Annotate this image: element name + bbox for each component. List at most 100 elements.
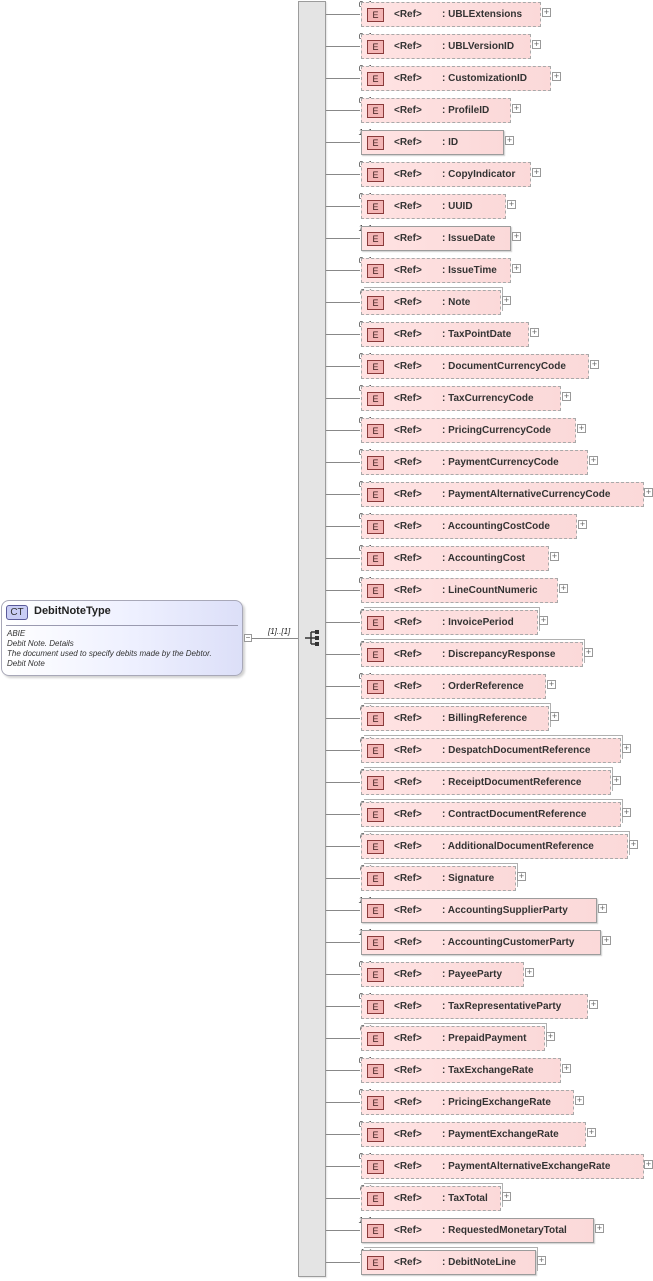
element-box[interactable]: E<Ref>: IssueDate <box>361 226 511 251</box>
element-badge: E <box>367 1128 384 1142</box>
connector-line <box>326 366 360 367</box>
element-box[interactable]: E<Ref>: IssueTime <box>361 258 511 283</box>
element-name: : PricingCurrencyCode <box>442 425 551 436</box>
ref-label: <Ref> <box>394 1225 422 1236</box>
expand-icon[interactable]: + <box>589 999 598 1009</box>
element-box[interactable]: E<Ref>: UBLExtensions <box>361 2 541 27</box>
expand-icon[interactable]: + <box>502 295 511 305</box>
expand-icon[interactable]: + <box>502 1191 511 1201</box>
element-box[interactable]: E<Ref>: PricingCurrencyCode <box>361 418 576 443</box>
expand-icon[interactable]: + <box>547 679 556 689</box>
element-box[interactable]: E<Ref>: TaxCurrencyCode <box>361 386 561 411</box>
element-box[interactable]: E<Ref>: CustomizationID <box>361 66 551 91</box>
element-box[interactable]: E<Ref>: ContractDocumentReference <box>361 799 623 827</box>
expand-icon[interactable]: + <box>622 807 631 817</box>
element-box[interactable]: E<Ref>: BillingReference <box>361 703 551 731</box>
element-row: 0..1E<Ref>: UBLExtensions+ <box>326 0 653 30</box>
element-box[interactable]: E<Ref>: OrderReference <box>361 674 546 699</box>
expand-icon[interactable]: + <box>584 647 593 657</box>
expand-icon[interactable]: + <box>525 967 534 977</box>
element-box[interactable]: E<Ref>: CopyIndicator <box>361 162 531 187</box>
expand-icon[interactable]: + <box>629 839 638 849</box>
expand-icon[interactable]: + <box>595 1223 604 1233</box>
expand-icon[interactable]: + <box>644 487 653 497</box>
expand-icon[interactable]: + <box>577 423 586 433</box>
expand-icon[interactable]: + <box>612 775 621 785</box>
expand-icon[interactable]: + <box>589 455 598 465</box>
element-box[interactable]: E<Ref>: PaymentExchangeRate <box>361 1122 586 1147</box>
expand-icon[interactable]: + <box>590 359 599 369</box>
expand-icon[interactable]: + <box>532 39 541 49</box>
element-badge: E <box>367 744 384 758</box>
expand-icon[interactable]: + <box>575 1095 584 1105</box>
element-box[interactable]: E<Ref>: AccountingCost <box>361 546 549 571</box>
element-row: 0..*E<Ref>: TaxTotal+ <box>326 1183 653 1214</box>
connector-line <box>326 430 360 431</box>
element-box[interactable]: E<Ref>: AccountingSupplierParty <box>361 898 597 923</box>
element-box[interactable]: E<Ref>: ReceiptDocumentReference <box>361 767 613 795</box>
ref-label: <Ref> <box>394 73 422 84</box>
element-box[interactable]: E<Ref>: LineCountNumeric <box>361 578 558 603</box>
complex-type-box[interactable]: CT DebitNoteType ABIE Debit Note. Detail… <box>1 600 243 676</box>
expand-icon[interactable]: + <box>512 231 521 241</box>
element-box[interactable]: E<Ref>: DebitNoteLine <box>361 1247 538 1275</box>
expand-icon[interactable]: + <box>622 743 631 753</box>
element-name: : LineCountNumeric <box>442 585 538 596</box>
element-box[interactable]: E<Ref>: UBLVersionID <box>361 34 531 59</box>
element-box[interactable]: E<Ref>: DespatchDocumentReference <box>361 735 623 763</box>
expand-icon[interactable]: + <box>562 1063 571 1073</box>
element-box[interactable]: E<Ref>: TaxPointDate <box>361 322 529 347</box>
element-box[interactable]: E<Ref>: Signature <box>361 863 518 891</box>
expand-icon[interactable]: + <box>578 519 587 529</box>
connector-line <box>326 1134 360 1135</box>
expand-icon[interactable]: + <box>602 935 611 945</box>
expand-icon[interactable]: + <box>559 583 568 593</box>
element-box[interactable]: E<Ref>: PaymentAlternativeCurrencyCode <box>361 482 644 507</box>
connector-line <box>326 782 360 783</box>
element-box[interactable]: E<Ref>: TaxTotal <box>361 1183 503 1211</box>
element-box[interactable]: E<Ref>: UUID <box>361 194 506 219</box>
expand-icon[interactable]: + <box>512 263 521 273</box>
expand-icon[interactable]: + <box>550 711 559 721</box>
expand-icon[interactable]: + <box>598 903 607 913</box>
element-box[interactable]: E<Ref>: AccountingCustomerParty <box>361 930 601 955</box>
expand-icon[interactable]: + <box>532 167 541 177</box>
expand-icon[interactable]: + <box>552 71 561 81</box>
expand-icon[interactable]: + <box>505 135 514 145</box>
element-box[interactable]: E<Ref>: TaxRepresentativeParty <box>361 994 588 1019</box>
expand-icon[interactable]: + <box>587 1127 596 1137</box>
element-box[interactable]: E<Ref>: InvoicePeriod <box>361 607 540 635</box>
element-box[interactable]: E<Ref>: AccountingCostCode <box>361 514 577 539</box>
element-box[interactable]: E<Ref>: DiscrepancyResponse <box>361 639 585 667</box>
element-box[interactable]: E<Ref>: PayeeParty <box>361 962 524 987</box>
expand-icon[interactable]: + <box>644 1159 653 1169</box>
expand-icon[interactable]: + <box>530 327 539 337</box>
expand-icon[interactable]: + <box>507 199 516 209</box>
element-box[interactable]: E<Ref>: ProfileID <box>361 98 511 123</box>
connector-line <box>326 750 360 751</box>
element-box[interactable]: E<Ref>: ID <box>361 130 504 155</box>
element-box[interactable]: E<Ref>: PrepaidPayment <box>361 1023 547 1051</box>
expand-icon[interactable]: + <box>539 615 548 625</box>
expand-icon[interactable]: + <box>512 103 521 113</box>
expand-icon[interactable]: + <box>542 7 551 17</box>
element-box[interactable]: E<Ref>: PaymentAlternativeExchangeRate <box>361 1154 644 1179</box>
expand-icon[interactable]: + <box>550 551 559 561</box>
element-box[interactable]: E<Ref>: Note <box>361 287 503 315</box>
ref-label: <Ref> <box>394 969 422 980</box>
element-box[interactable]: E<Ref>: PricingExchangeRate <box>361 1090 574 1115</box>
expand-icon[interactable]: + <box>562 391 571 401</box>
ref-label: <Ref> <box>394 809 422 820</box>
expand-icon[interactable]: + <box>517 871 526 881</box>
ref-label: <Ref> <box>394 745 422 756</box>
element-box[interactable]: E<Ref>: TaxExchangeRate <box>361 1058 561 1083</box>
element-box[interactable]: E<Ref>: RequestedMonetaryTotal <box>361 1218 594 1243</box>
element-box[interactable]: E<Ref>: DocumentCurrencyCode <box>361 354 589 379</box>
expand-icon[interactable]: + <box>546 1031 555 1041</box>
expand-icon[interactable]: + <box>537 1255 546 1265</box>
element-box[interactable]: E<Ref>: PaymentCurrencyCode <box>361 450 588 475</box>
element-box[interactable]: E<Ref>: AdditionalDocumentReference <box>361 831 630 859</box>
element-row: 0..*E<Ref>: BillingReference+ <box>326 703 653 734</box>
sequence-compositor-icon[interactable] <box>304 628 322 648</box>
collapse-toggle-icon[interactable]: − <box>244 633 252 642</box>
